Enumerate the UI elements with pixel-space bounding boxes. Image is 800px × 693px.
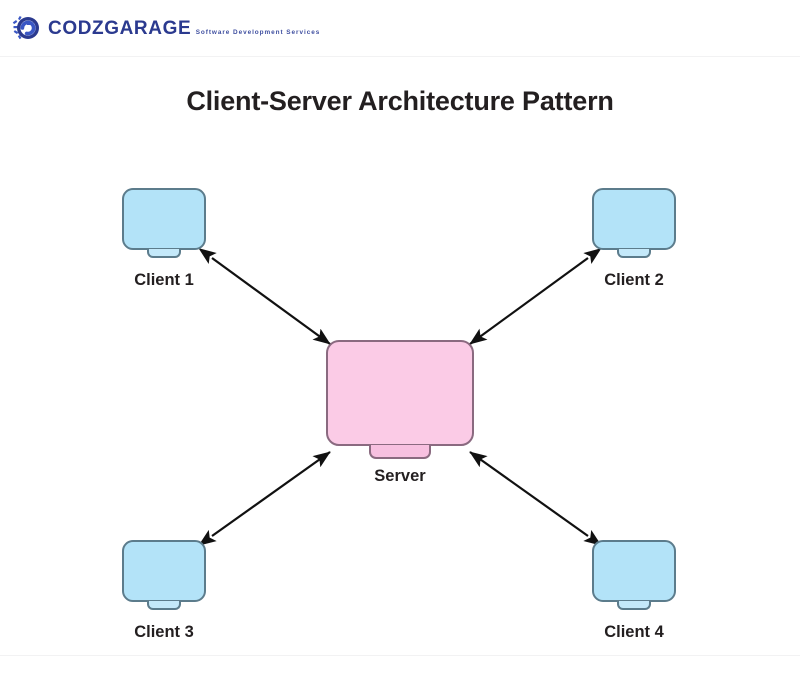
footer-divider bbox=[0, 655, 800, 656]
page-header: CODZGARAGE Software Development Services bbox=[0, 0, 800, 57]
brand-logo[interactable]: CODZGARAGE Software Development Services bbox=[12, 13, 320, 43]
server-monitor-icon bbox=[326, 340, 474, 446]
brand-name: CODZGARAGE bbox=[48, 17, 192, 39]
client-monitor-icon bbox=[592, 540, 676, 602]
node-client-1[interactable]: Client 1 bbox=[122, 188, 206, 290]
client-stand-icon bbox=[617, 601, 651, 610]
client-3-label: Client 3 bbox=[134, 623, 194, 641]
link-client-2-server bbox=[469, 248, 602, 345]
client-1-label: Client 1 bbox=[134, 271, 194, 289]
codzgarage-circle-logo-icon bbox=[12, 13, 42, 43]
node-client-4[interactable]: Client 4 bbox=[592, 540, 676, 642]
brand-tagline: Software Development Services bbox=[195, 28, 321, 36]
client-stand-icon bbox=[617, 249, 651, 258]
link-client-1-server bbox=[198, 248, 331, 345]
page-title: Client-Server Architecture Pattern bbox=[186, 86, 614, 116]
client-4-label: Client 4 bbox=[604, 623, 664, 641]
client-2-label: Client 2 bbox=[604, 271, 664, 289]
node-server[interactable]: Server bbox=[326, 340, 474, 486]
link-client-3-server bbox=[198, 451, 331, 546]
client-stand-icon bbox=[147, 249, 181, 258]
client-stand-icon bbox=[147, 601, 181, 610]
server-label: Server bbox=[374, 467, 426, 485]
server-stand-icon bbox=[369, 445, 431, 459]
node-client-2[interactable]: Client 2 bbox=[592, 188, 676, 290]
link-client-4-server bbox=[469, 451, 602, 546]
node-client-3[interactable]: Client 3 bbox=[122, 540, 206, 642]
client-monitor-icon bbox=[122, 188, 206, 250]
client-monitor-icon bbox=[592, 188, 676, 250]
client-monitor-icon bbox=[122, 540, 206, 602]
